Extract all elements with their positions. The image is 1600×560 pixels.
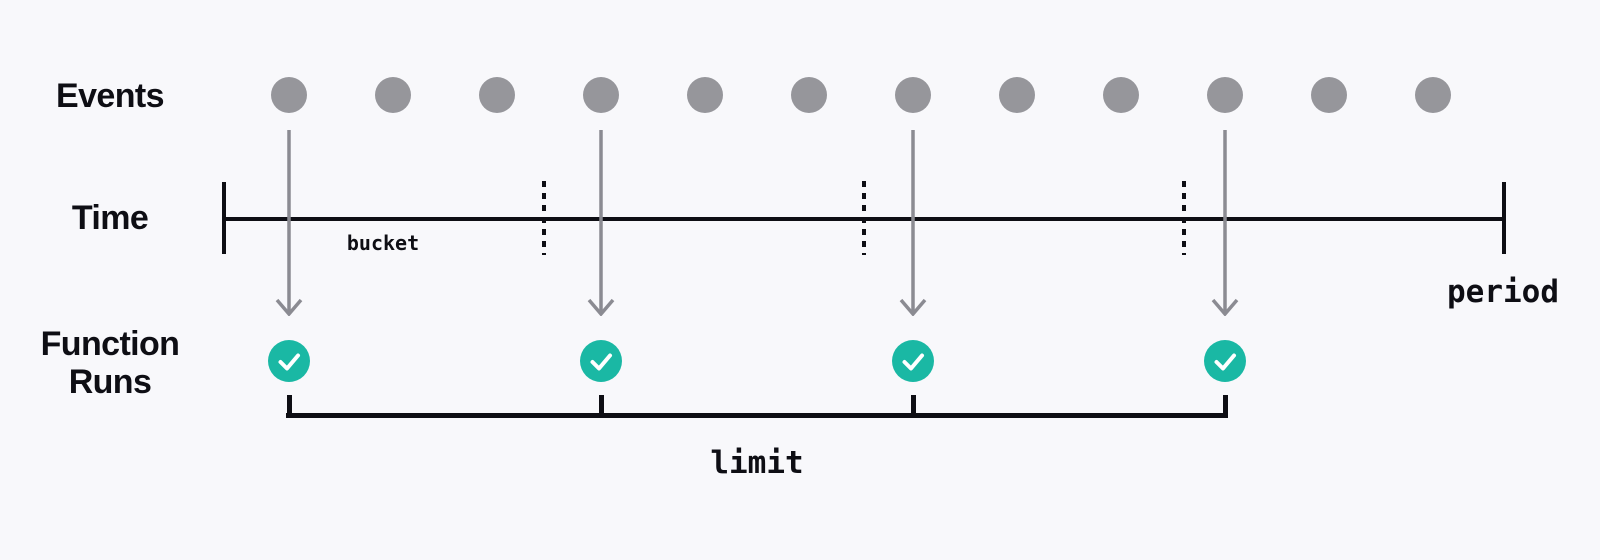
event-dot <box>271 77 307 113</box>
limit-bracket-tick <box>1222 395 1228 417</box>
bucket-label: bucket <box>346 231 420 255</box>
function-run-badge <box>1204 340 1246 382</box>
function-run-badge <box>580 340 622 382</box>
event-dot <box>583 77 619 113</box>
arrow-down-icon <box>586 130 616 317</box>
function-run-badge <box>892 340 934 382</box>
limit-bracket-line <box>286 413 1228 418</box>
limit-label: limit <box>710 445 804 481</box>
limit-bracket-tick <box>598 395 604 417</box>
event-dot <box>1311 77 1347 113</box>
arrow-down-icon <box>274 130 304 317</box>
event-dot <box>1415 77 1451 113</box>
function-runs-row-label: Function Runs <box>40 325 180 401</box>
event-dot <box>479 77 515 113</box>
check-icon <box>902 353 924 371</box>
check-icon <box>590 353 612 371</box>
arrow-down-icon <box>1210 130 1240 317</box>
period-label: period <box>1447 274 1559 310</box>
event-dot <box>1207 77 1243 113</box>
time-axis-label: Time <box>71 199 149 237</box>
event-dot <box>1103 77 1139 113</box>
function-run-badge <box>268 340 310 382</box>
timeline-start-cap <box>222 182 226 254</box>
events-row-label: Events <box>56 77 165 115</box>
limit-bracket-tick <box>910 395 916 417</box>
check-icon <box>278 353 300 371</box>
bucket-divider <box>542 181 546 255</box>
event-dot <box>999 77 1035 113</box>
event-dot <box>791 77 827 113</box>
bucket-divider <box>1182 181 1186 255</box>
event-dot <box>895 77 931 113</box>
timeline-end-cap <box>1502 182 1506 254</box>
event-dot <box>375 77 411 113</box>
arrow-down-icon <box>898 130 928 317</box>
limit-bracket-tick <box>286 395 292 417</box>
check-icon <box>1214 353 1236 371</box>
bucket-divider <box>862 181 866 255</box>
event-dot <box>687 77 723 113</box>
